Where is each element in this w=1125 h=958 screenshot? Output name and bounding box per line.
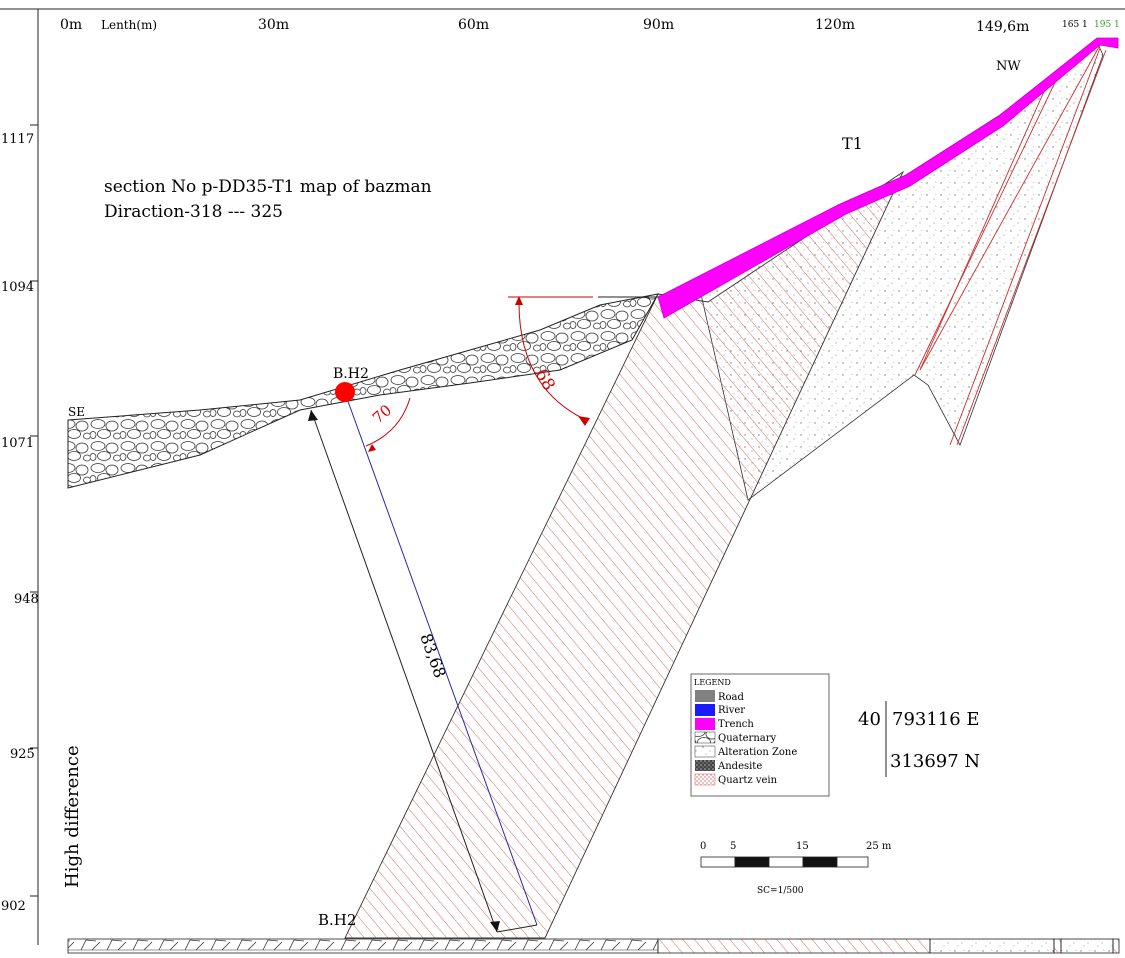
legend-label-road: Road bbox=[718, 692, 745, 703]
borehole-length-label: 83,68 bbox=[416, 631, 450, 681]
tick-165: 165 1 bbox=[1062, 20, 1088, 30]
legend: LEGEND Road River Trench Quaternary Alte… bbox=[690, 673, 830, 797]
bottom-profile-strip bbox=[67, 938, 1120, 954]
distance-axis: 0m Lenth(m) 30m 60m 90m 120m 149,6m 165 … bbox=[60, 17, 1120, 35]
borehole-angle-construction: 70 bbox=[365, 397, 411, 452]
tick-30m: 30m bbox=[258, 17, 289, 33]
elev-1094: 1094 bbox=[1, 280, 34, 295]
tick-149-6m: 149,6m bbox=[976, 19, 1029, 35]
trench bbox=[657, 37, 1119, 319]
tick-195: 195 1 bbox=[1094, 20, 1120, 30]
legend-label-quartz: Quartz vein bbox=[718, 775, 778, 786]
borehole-top-label: B.H2 bbox=[333, 366, 369, 382]
tick-90m: 90m bbox=[643, 17, 674, 33]
legend-swatch-quaternary bbox=[694, 731, 716, 744]
scale-bar: 0 5 15 25 m SC=1/500 bbox=[700, 841, 892, 896]
legend-swatch-road bbox=[695, 690, 715, 702]
scale-tick-0: 0 bbox=[700, 841, 706, 852]
easting: 793116 E bbox=[892, 709, 980, 730]
lenth-label: Lenth(m) bbox=[101, 18, 157, 32]
legend-label-trench: Trench bbox=[718, 719, 754, 730]
t1-label: T1 bbox=[842, 134, 863, 153]
scale-tick-25: 25 m bbox=[866, 841, 892, 852]
coordinate-block: 40 793116 E 313697 N bbox=[858, 701, 980, 777]
direction-text: Diraction-318 --- 325 bbox=[104, 202, 283, 222]
scale-ratio: SC=1/500 bbox=[757, 886, 804, 896]
elevation-axis: 1117 1094 1071 948 925 902 High differen… bbox=[1, 124, 83, 914]
legend-swatch-andesite bbox=[695, 760, 715, 771]
quaternary-layer bbox=[67, 293, 659, 489]
section-title: section No p-DD35-T1 map of bazman bbox=[104, 177, 432, 197]
legend-swatch-river bbox=[695, 704, 715, 716]
tick-120m: 120m bbox=[815, 17, 855, 33]
utm-zone: 40 bbox=[858, 709, 881, 730]
borehole-bottom-label: B.H2 bbox=[318, 911, 356, 929]
northing: 313697 N bbox=[890, 751, 980, 772]
tick-0m: 0m bbox=[60, 17, 82, 33]
elev-1117: 1117 bbox=[1, 132, 34, 147]
elev-925: 925 bbox=[10, 747, 35, 762]
elev-948: 948 bbox=[14, 592, 39, 607]
scale-tick-15: 15 bbox=[796, 841, 809, 852]
vein-lines bbox=[914, 44, 1107, 446]
borehole-traces bbox=[308, 392, 538, 933]
elev-1071: 1071 bbox=[1, 436, 34, 451]
legend-swatch-quartz bbox=[694, 773, 716, 786]
legend-title: LEGEND bbox=[694, 678, 731, 687]
borehole-marker bbox=[335, 382, 355, 402]
elev-902: 902 bbox=[1, 899, 26, 914]
legend-label-andesite: Andesite bbox=[717, 761, 762, 772]
scale-tick-5: 5 bbox=[730, 841, 736, 852]
legend-swatch-trench bbox=[695, 718, 715, 730]
legend-label-quaternary: Quaternary bbox=[718, 733, 777, 744]
legend-label-river: River bbox=[718, 705, 745, 716]
y-axis-label: High difference bbox=[62, 745, 83, 888]
se-label: SE bbox=[68, 405, 85, 419]
nw-label: NW bbox=[996, 59, 1021, 74]
legend-swatch-alteration bbox=[694, 745, 716, 758]
tick-60m: 60m bbox=[458, 17, 489, 33]
quartz-vein-band bbox=[344, 170, 905, 939]
angle-hole-label: 70 bbox=[369, 401, 395, 427]
legend-label-alteration: Alteration Zone bbox=[717, 747, 797, 758]
